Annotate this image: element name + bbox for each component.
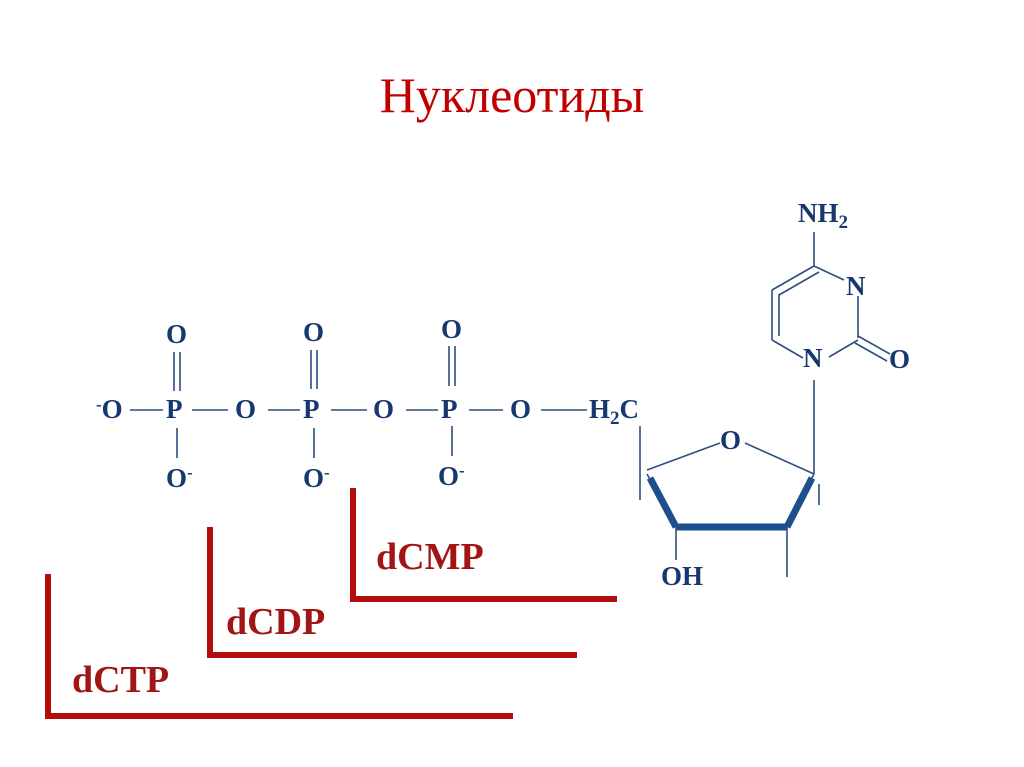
- phosphate-chain-atoms: -O O P O- O O P O- O O P O- O H2C: [96, 314, 639, 493]
- deoxyribose-ring: O OH: [639, 380, 820, 591]
- phosphate-1-top-oxygen: O: [166, 319, 187, 349]
- cytosine-base: NH2 N N O: [771, 198, 910, 374]
- bracket-dctp: [45, 574, 513, 719]
- slide-title: Нуклеотиды: [379, 67, 645, 123]
- bridge-oxygen-3: O: [510, 394, 531, 424]
- terminal-oxygen: -O: [96, 394, 123, 424]
- phosphate-2-phosphorus: P: [303, 394, 320, 424]
- label-dcmp: dCMP: [376, 536, 484, 578]
- nucleotide-brackets: dCMP dCDP dCTP: [45, 488, 617, 719]
- phosphate-1-bottom-oxygen: O-: [166, 463, 193, 493]
- phosphate-2-top-oxygen: O: [303, 317, 324, 347]
- phosphate-2-bottom-oxygen: O-: [303, 463, 330, 493]
- bracket-dcmp: [350, 488, 617, 602]
- phosphate-3-bottom-oxygen: O-: [438, 461, 465, 491]
- label-dctp: dCTP: [72, 659, 169, 701]
- phosphate-1-phosphorus: P: [166, 394, 183, 424]
- bridge-oxygen-2: O: [373, 394, 394, 424]
- ring-nitrogen-n3: N: [846, 271, 866, 301]
- bracket-dcdp: [207, 527, 577, 658]
- phosphate-3-top-oxygen: O: [441, 314, 462, 344]
- label-dcdp: dCDP: [226, 601, 325, 643]
- ring-oxygen: O: [720, 425, 741, 455]
- ch2-group: H2C: [589, 394, 639, 429]
- phosphate-chain-bonds: [130, 346, 587, 458]
- phosphate-3-phosphorus: P: [441, 394, 458, 424]
- hydroxyl-group: OH: [661, 561, 703, 591]
- carbonyl-oxygen: O: [889, 344, 910, 374]
- amine-group: NH2: [798, 198, 848, 233]
- bridge-oxygen-1: O: [235, 394, 256, 424]
- ring-nitrogen-n1: N: [803, 343, 823, 373]
